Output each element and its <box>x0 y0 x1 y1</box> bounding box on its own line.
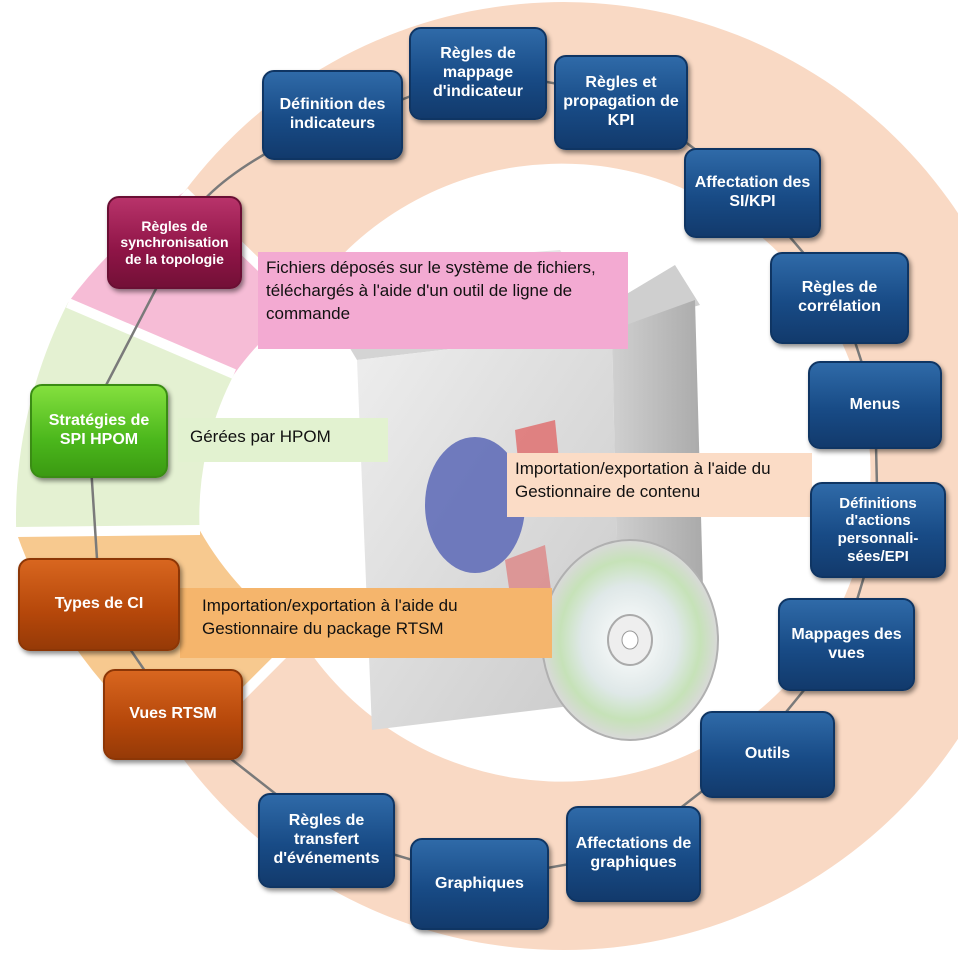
node-regles-transfert: Règles de transfert d'événements <box>258 793 395 888</box>
node-definition-indicateurs: Définition des indicateurs <box>262 70 403 160</box>
note-rtsm: Importation/exportation à l'aide du Gest… <box>180 588 552 658</box>
node-regles-propagation: Règles et propagation de KPI <box>554 55 688 150</box>
node-affectations-graphiques: Affectations de graphiques <box>566 806 701 902</box>
note-hpom: Gérées par HPOM <box>178 418 388 462</box>
node-affectation-si-kpi: Affectation des SI/KPI <box>684 148 821 238</box>
node-graphiques: Graphiques <box>410 838 549 930</box>
node-mappages-vues: Mappages des vues <box>778 598 915 691</box>
node-strategies-spi: Stratégies de SPI HPOM <box>30 384 168 478</box>
node-definitions-actions: Définitions d'actions personnali-sées/EP… <box>810 482 946 578</box>
node-outils: Outils <box>700 711 835 798</box>
node-menus: Menus <box>808 361 942 449</box>
node-vues-rtsm: Vues RTSM <box>103 669 243 760</box>
node-regles-synchronisation: Règles de synchronisation de la topologi… <box>107 196 242 289</box>
note-contenu: Importation/exportation à l'aide du Gest… <box>507 453 812 517</box>
note-fichiers: Fichiers déposés sur le système de fichi… <box>258 252 628 349</box>
node-regles-mappage: Règles de mappage d'indicateur <box>409 27 547 120</box>
node-regles-correlation: Règles de corrélation <box>770 252 909 344</box>
node-types-ci: Types de CI <box>18 558 180 651</box>
